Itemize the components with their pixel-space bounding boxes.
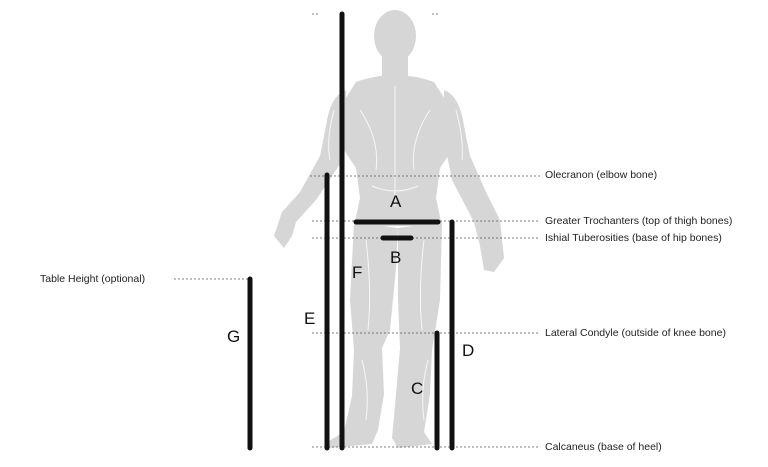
label-table-height: Table Height (optional) <box>40 273 146 285</box>
letter-b: B <box>390 248 402 267</box>
label-ishial-tuberosities: Ishial Tuberosities (base of hip bones) <box>545 232 722 244</box>
letter-e: E <box>304 309 316 328</box>
human-figure-silhouette <box>274 10 504 448</box>
letter-g: G <box>227 327 241 346</box>
letter-f: F <box>352 263 363 282</box>
reference-lines <box>174 13 540 448</box>
letter-d: D <box>462 341 475 360</box>
label-lateral-condyle: Lateral Condyle (outside of knee bone) <box>545 327 726 339</box>
label-calcaneus: Calcaneus (base of heel) <box>545 441 662 453</box>
measurement-bars <box>247 11 455 451</box>
muscle-contour-lines <box>328 86 463 421</box>
letter-c: C <box>411 379 424 398</box>
label-olecranon: Olecranon (elbow bone) <box>545 169 658 181</box>
label-greater-trochanters: Greater Trochanters (top of thigh bones) <box>545 215 733 227</box>
letter-a: A <box>390 192 402 211</box>
